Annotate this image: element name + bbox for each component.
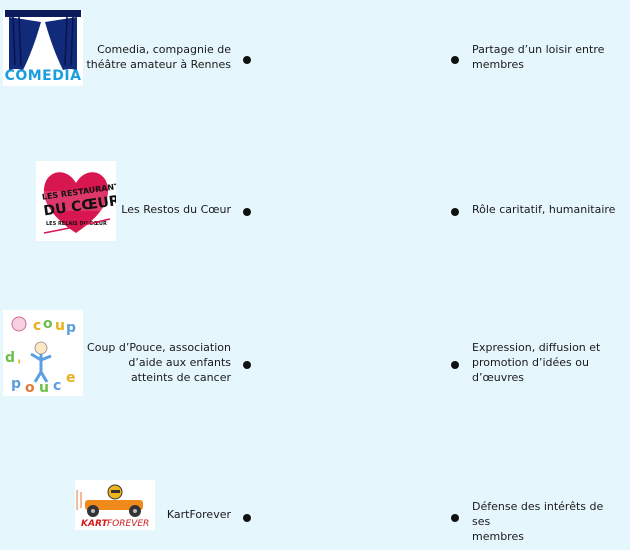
left-connector-dot-2[interactable] bbox=[243, 208, 251, 216]
svg-text:p: p bbox=[11, 376, 21, 392]
role-label-2: Rôle caritatif, humanitaire bbox=[472, 202, 622, 217]
svg-text:KART: KART bbox=[81, 519, 108, 529]
label-line: membres bbox=[472, 58, 524, 71]
svg-text:d: d bbox=[5, 350, 15, 366]
label-line: promotion d’idées ou bbox=[472, 356, 589, 369]
label-line: Rôle caritatif, humanitaire bbox=[472, 203, 616, 216]
kartforever-logo: KART FOREVER bbox=[75, 480, 155, 530]
role-label-3: Expression, diffusion et promotion d’idé… bbox=[472, 340, 622, 385]
right-connector-dot-3[interactable] bbox=[451, 361, 459, 369]
curtain-icon bbox=[5, 10, 81, 70]
svg-text:LES RELAIS DU CŒUR: LES RELAIS DU CŒUR bbox=[46, 221, 107, 227]
label-line: d’œuvres bbox=[472, 371, 524, 384]
label-line: théâtre amateur à Rennes bbox=[86, 58, 231, 71]
label-line: membres bbox=[472, 530, 524, 543]
label-line: Les Restos du Cœur bbox=[121, 203, 231, 216]
svg-text:FOREVER: FOREVER bbox=[107, 519, 149, 529]
svg-text:c: c bbox=[33, 318, 41, 334]
association-label-kartforever: KartForever bbox=[81, 507, 231, 522]
association-label-comedia: Comedia, compagnie de théâtre amateur à … bbox=[81, 42, 231, 72]
label-line: Coup d’Pouce, association bbox=[87, 341, 231, 354]
comedia-logo: COMEDIA bbox=[3, 10, 83, 86]
coup-de-pouce-logo: c o u p d ' p o u c e bbox=[3, 310, 83, 396]
label-line: Défense des intérêts de ses bbox=[472, 500, 604, 528]
svg-text:e: e bbox=[66, 370, 76, 386]
label-line: Comedia, compagnie de bbox=[97, 43, 231, 56]
label-line: Expression, diffusion et bbox=[472, 341, 601, 354]
right-connector-dot-4[interactable] bbox=[451, 514, 459, 522]
label-line: d’aide aux enfants bbox=[128, 356, 231, 369]
label-line: atteints de cancer bbox=[130, 371, 231, 384]
svg-text:u: u bbox=[55, 318, 65, 334]
svg-text:u: u bbox=[39, 380, 49, 396]
role-label-1: Partage d’un loisir entre membres bbox=[472, 42, 622, 72]
comedia-logo-text: COMEDIA bbox=[4, 68, 82, 84]
restos-du-coeur-logo: LES RESTAURANTS DU CŒUR LES RELAIS DU CŒ… bbox=[36, 161, 126, 241]
left-connector-dot-4[interactable] bbox=[243, 514, 251, 522]
svg-text:p: p bbox=[66, 320, 76, 336]
left-connector-dot-3[interactable] bbox=[243, 361, 251, 369]
association-label-restos: Les Restos du Cœur bbox=[81, 202, 231, 217]
child-with-balloons-icon: c o u p d ' p o u c e bbox=[5, 316, 76, 396]
left-connector-dot-1[interactable] bbox=[243, 56, 251, 64]
svg-text:o: o bbox=[25, 380, 35, 396]
svg-text:o: o bbox=[43, 316, 53, 332]
right-connector-dot-2[interactable] bbox=[451, 208, 459, 216]
association-label-coup-de-pouce: Coup d’Pouce, association d’aide aux enf… bbox=[81, 340, 231, 385]
role-label-4: Défense des intérêts de ses membres bbox=[472, 499, 622, 544]
right-connector-dot-1[interactable] bbox=[451, 56, 459, 64]
svg-text:c: c bbox=[53, 378, 61, 394]
label-line: Partage d’un loisir entre bbox=[472, 43, 605, 56]
go-kart-icon: KART FOREVER bbox=[76, 484, 149, 529]
label-line: KartForever bbox=[166, 508, 231, 521]
heart-icon: LES RESTAURANTS DU CŒUR LES RELAIS DU CŒ… bbox=[40, 172, 126, 234]
svg-text:': ' bbox=[17, 358, 21, 374]
